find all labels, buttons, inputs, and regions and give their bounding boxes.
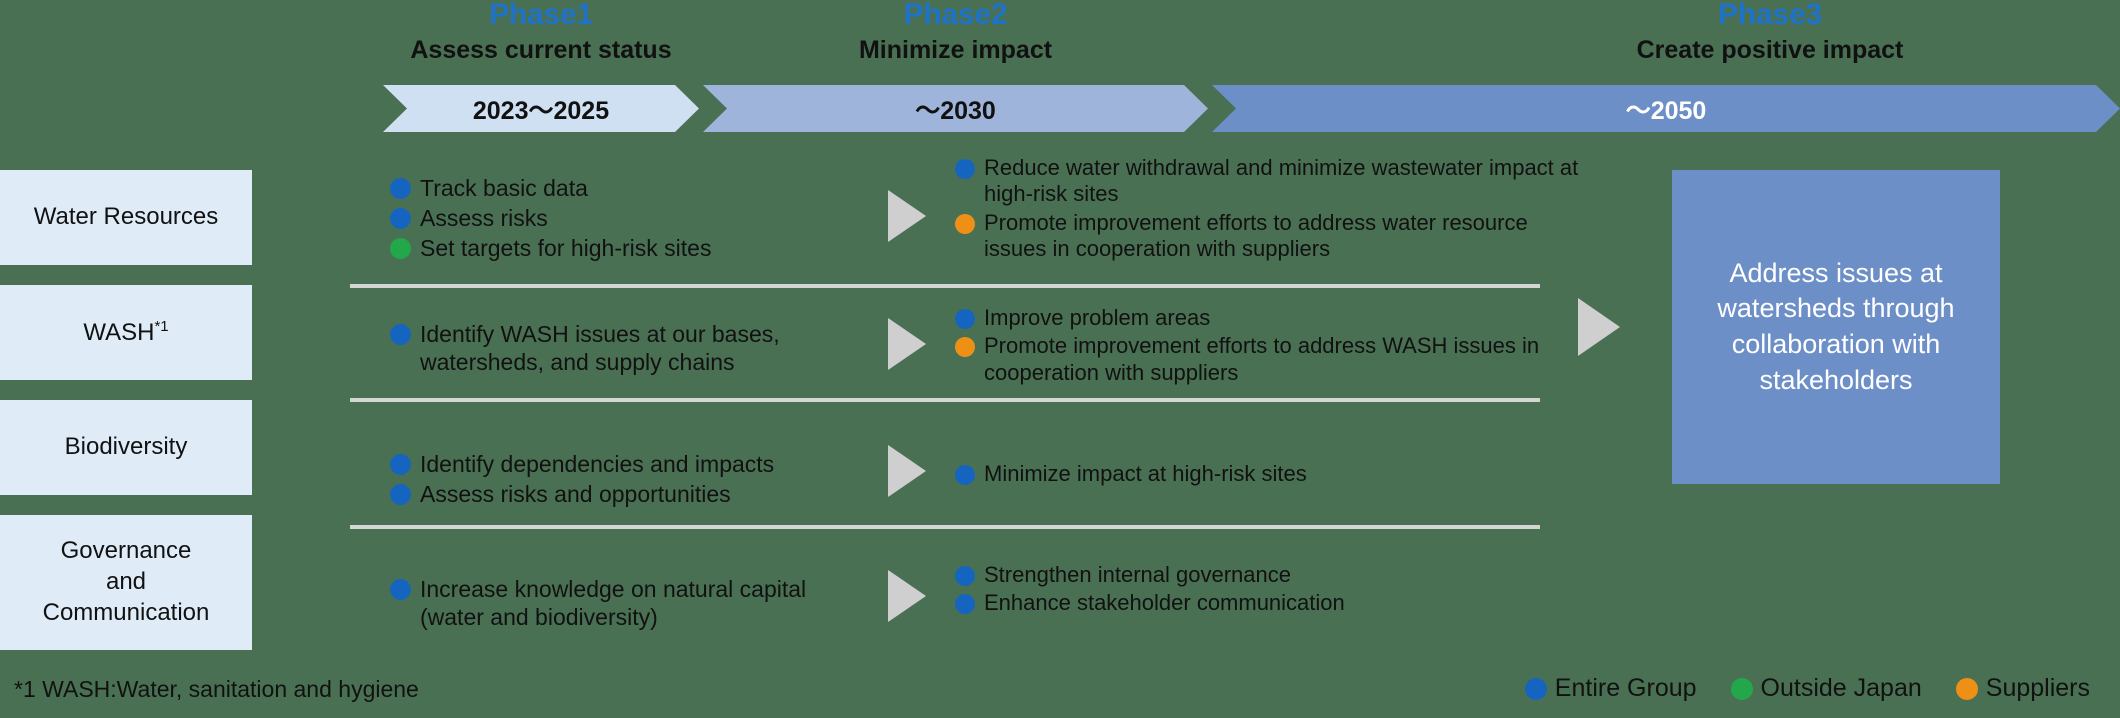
legend-label: Outside Japan [1760,674,1922,702]
timeline-band-phase1: 2023～2025 [383,85,699,132]
marker-suppliers-icon [955,213,975,234]
row-divider [350,284,1540,288]
list-item-text: Assess risks and opportunities [420,481,731,508]
row-wash-phase2: Improve problem areas Promote improvemen… [955,305,1580,388]
list-item-text: Strengthen internal governance [984,562,1291,587]
legend: Entire Group Outside Japan Suppliers [1524,674,2090,703]
phase-1-subtitle: Assess current status [410,36,672,64]
list-item-text: Promote improvement efforts to address w… [984,209,1528,262]
list-item: Minimize impact at high-risk sites [955,461,1580,487]
phase-3-name: Phase3 [1718,0,1822,31]
phase-2-name: Phase2 [903,0,1008,31]
list-item: Improve problem areas [955,305,1580,331]
category-label-governance-communication: Governance and Communication [0,515,252,650]
legend-label: Suppliers [1985,674,2090,702]
row-wash-phase1: Identify WASH issues at our bases, water… [390,320,860,378]
list-item: Increase knowledge on natural capital (w… [390,575,860,631]
marker-entire-group-icon [390,484,411,506]
row-governance-phase2: Strengthen internal governance Enhance s… [955,562,1580,619]
footnote-marker: *1 [154,317,169,335]
list-item: Assess risks and opportunities [390,480,860,508]
connector-arrow-icon [888,190,926,242]
legend-item-entire-group: Entire Group [1524,674,1697,703]
marker-entire-group-icon [955,465,975,485]
timeline-banner: 2023～2025 ～2030 ～2050 [383,85,2120,132]
list-item: Assess risks [390,204,860,232]
phase3-outcome-text: Address issues at watersheds through col… [1717,257,1955,395]
category-label-water-resources: Water Resources [0,170,252,265]
connector-arrow-icon [888,445,926,497]
phase-2-subtitle: Minimize impact [858,36,1053,64]
marker-suppliers-icon [1955,677,1978,700]
legend-item-outside-japan: Outside Japan [1730,674,1922,703]
row-divider [350,525,1540,529]
timeline-band-phase3: ～2050 [1212,85,2120,132]
list-item: Promote improvement efforts to address W… [955,333,1580,386]
list-item-text: Enhance stakeholder communication [984,590,1345,616]
list-item-text: Improve problem areas [984,305,1211,330]
list-item-text: Reduce water withdrawal and minimize was… [984,155,1579,207]
phase-3-period: ～2050 [1625,96,1707,125]
marker-entire-group-icon [955,309,975,329]
phase-1-period: 2023～2025 [472,96,610,125]
row-biodiversity-phase1: Identify dependencies and impacts Assess… [390,450,860,510]
marker-outside-japan-icon [1730,677,1753,700]
phase-header-3: Phase3 Create positive impact [1450,0,2090,63]
marker-entire-group-icon [390,178,411,199]
phase-2-period: ～2030 [915,96,996,125]
list-item: Track basic data [390,174,860,202]
list-item-text: Increase knowledge on natural capital (w… [420,576,807,631]
marker-entire-group-icon [955,594,975,615]
marker-entire-group-icon [390,454,411,475]
row-divider [350,398,1540,402]
connector-arrow-icon [888,318,926,370]
row-governance-phase1: Increase knowledge on natural capital (w… [390,575,860,633]
category-label-biodiversity: Biodiversity [0,400,252,495]
list-item-text: Promote improvement efforts to address W… [984,333,1540,385]
list-item: Promote improvement efforts to address w… [955,210,1580,263]
category-label-wash: WASH*1 [0,285,252,380]
category-label-text: Governance and Communication [42,537,210,626]
list-item-text: Assess risks [420,205,548,232]
marker-entire-group-icon [390,208,411,230]
connector-arrow-phase3-icon [1578,298,1620,356]
list-item: Strengthen internal governance [955,562,1580,588]
list-item: Identify WASH issues at our bases, water… [390,320,860,376]
marker-entire-group-icon [390,579,411,600]
phase-header-1: Phase1 Assess current status [383,0,699,63]
legend-item-suppliers: Suppliers [1955,674,2090,703]
list-item-text: Set targets for high-risk sites [420,235,712,262]
category-label-text: WASH*1 [83,317,169,346]
phase-header-2: Phase2 Minimize impact [703,0,1208,63]
footnote-wash: *1 WASH:Water, sanitation and hygiene [14,676,419,702]
marker-entire-group-icon [390,324,411,345]
phase-1-name: Phase1 [489,0,593,31]
row-biodiversity-phase2: Minimize impact at high-risk sites [955,461,1580,489]
legend-label: Entire Group [1554,674,1697,702]
list-item-text: Identify dependencies and impacts [420,451,775,477]
list-item-text: Track basic data [420,175,588,201]
list-item: Set targets for high-risk sites [390,234,860,262]
marker-entire-group-icon [955,566,975,586]
category-label-text: Water Resources [33,203,219,231]
list-item: Identify dependencies and impacts [390,450,860,478]
marker-entire-group-icon [955,159,975,179]
row-water-resources-phase1: Track basic data Assess risks Set target… [390,174,860,264]
phase-3-subtitle: Create positive impact [1636,36,1904,64]
category-label-text: Biodiversity [64,433,188,461]
marker-outside-japan-icon [390,238,411,260]
row-water-resources-phase2: Reduce water withdrawal and minimize was… [955,155,1580,265]
marker-entire-group-icon [1524,677,1547,700]
list-item-text: Minimize impact at high-risk sites [984,461,1307,486]
connector-arrow-icon [888,570,926,622]
list-item-text: Identify WASH issues at our bases, water… [420,321,780,376]
phase3-outcome-panel: Address issues at watersheds through col… [1672,170,2000,484]
list-item: Reduce water withdrawal and minimize was… [955,155,1580,208]
marker-suppliers-icon [955,337,975,358]
list-item: Enhance stakeholder communication [955,590,1580,616]
timeline-band-phase2: ～2030 [703,85,1208,132]
